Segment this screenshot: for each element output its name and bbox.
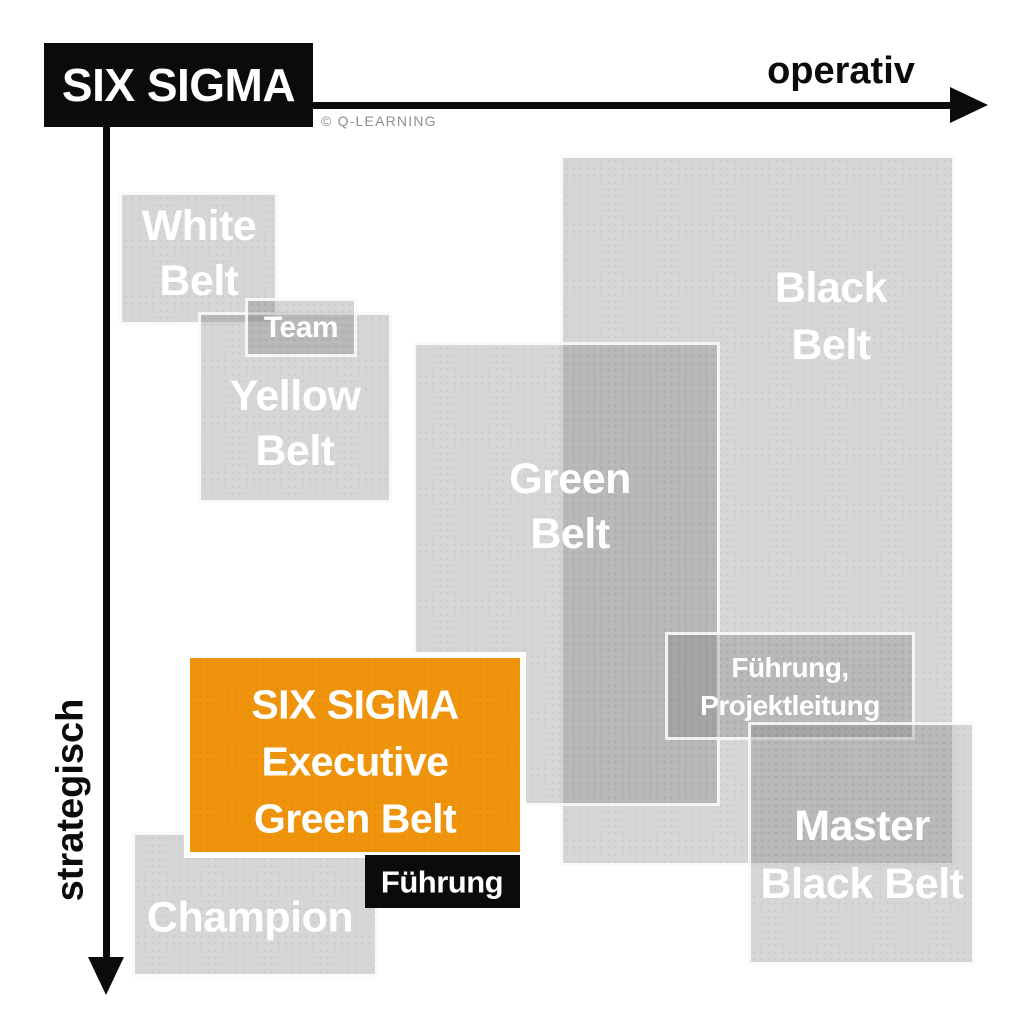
fuehrung-projektleitung-line1: Führung, — [731, 652, 849, 683]
executive-green-belt-label: SIX SIGMA Executive Green Belt — [251, 677, 459, 848]
white-belt-label-line1: White — [141, 202, 257, 250]
green-belt-label: Green Belt — [509, 452, 631, 562]
champion-label: Champion — [146, 893, 354, 942]
white-belt-label-line2: Belt — [159, 257, 239, 305]
team-box — [245, 298, 357, 357]
y-axis-line — [103, 127, 110, 960]
green-belt-label-line1: Green — [509, 455, 631, 503]
page-title: SIX SIGMA — [61, 59, 296, 111]
master-black-belt-label: Master Black Belt — [761, 797, 964, 913]
master-black-belt-label-line2: Black Belt — [760, 860, 964, 908]
y-axis-arrow-icon — [88, 957, 124, 995]
yellow-belt-box — [198, 312, 392, 503]
copyright-text: © Q-LEARNING — [321, 113, 437, 129]
black-belt-label: Black Belt — [774, 260, 888, 374]
black-belt-label-line1: Black — [774, 264, 888, 312]
executive-label-line1: SIX SIGMA — [251, 681, 459, 728]
fuehrung-tag-label: Führung — [380, 864, 504, 900]
fuehrung-tag-box — [365, 855, 520, 908]
white-belt-box — [119, 192, 278, 325]
master-black-belt-box — [748, 722, 975, 965]
white-belt-label: White Belt — [142, 199, 257, 309]
fuehrung-projektleitung-line2: Projektleitung — [700, 690, 880, 721]
x-axis-line — [313, 102, 953, 109]
executive-label-line2: Executive — [261, 738, 449, 785]
x-axis-arrow-icon — [950, 87, 988, 123]
fuehrung-projektleitung-label: Führung, Projektleitung — [700, 649, 880, 725]
y-axis-label: strategisch — [49, 698, 92, 902]
executive-green-belt-box — [184, 652, 526, 858]
yellow-belt-label: Yellow Belt — [230, 369, 361, 479]
team-label: Team — [263, 311, 339, 344]
yellow-belt-label-line2: Belt — [255, 427, 335, 475]
black-belt-box — [560, 155, 955, 866]
executive-label-line3: Green Belt — [253, 795, 457, 842]
x-axis-label: operativ — [767, 50, 915, 92]
green-belt-label-line2: Belt — [530, 510, 610, 558]
yellow-belt-label-line1: Yellow — [229, 372, 361, 420]
black-belt-label-line2: Belt — [791, 321, 871, 369]
title-box: SIX SIGMA — [44, 43, 313, 127]
master-black-belt-label-line1: Master — [794, 802, 930, 850]
